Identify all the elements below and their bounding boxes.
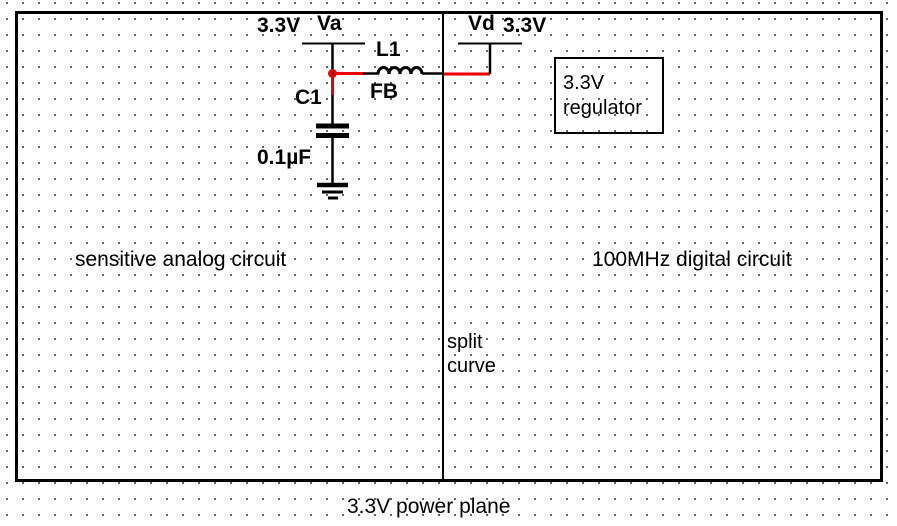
regulator-block: 3.3V regulator [554, 57, 664, 134]
digital-region-label: 100MHz digital circuit [592, 248, 792, 271]
ferrite-bead-coil [376, 66, 424, 75]
power-plane-boundary [15, 11, 883, 482]
analog-net-label: Va [317, 12, 342, 35]
inductor-ref-label: L1 [376, 38, 401, 61]
inductor-type-label: FB [370, 80, 398, 103]
capacitor-ref-label: C1 [295, 86, 322, 109]
junction-dot-center [331, 72, 334, 75]
capacitor-value-label: 0.1µF [257, 146, 312, 169]
plane-split-line [442, 12, 444, 482]
power-plane-caption: 3.3V power plane [347, 495, 511, 518]
regulator-label-line2: regulator [563, 96, 642, 119]
capacitor-symbol [316, 123, 349, 138]
regulator-label-line1: 3.3V [563, 71, 605, 94]
analog-region-label: sensitive analog circuit [75, 248, 287, 271]
analog-supply-voltage-label: 3.3V [257, 14, 301, 37]
split-curve-label-line2: curve [447, 355, 496, 377]
digital-net-label: Vd [468, 12, 495, 35]
split-curve-label-line1: split [447, 331, 483, 353]
digital-supply-voltage-label: 3.3V [503, 14, 547, 37]
split-curve-label: split curve [447, 330, 496, 378]
ground-symbol [317, 182, 348, 200]
